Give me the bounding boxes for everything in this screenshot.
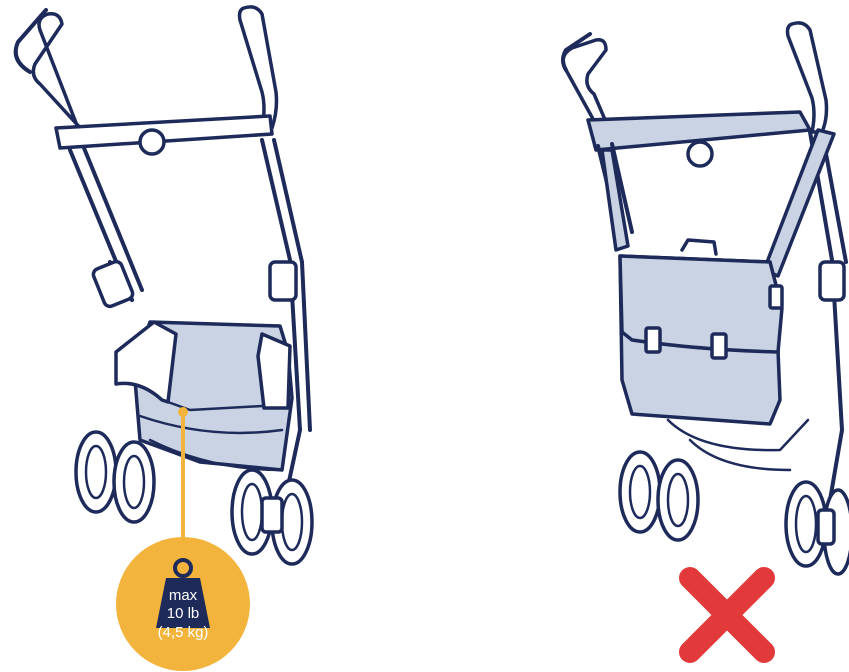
right-rear-wheels — [786, 482, 849, 574]
fold-knob — [140, 130, 164, 154]
right-handle-grip — [240, 7, 277, 128]
front-left-wheels — [76, 432, 154, 522]
stroller-allowed — [16, 7, 312, 564]
weight-line-lb: 10 lb — [167, 605, 200, 622]
right-front-wheels — [620, 452, 698, 540]
red-x-icon — [690, 578, 764, 652]
weight-limit-badge: max 10 lb (4,5 kg) — [116, 537, 250, 671]
shoulder-bag — [620, 240, 782, 424]
rear-right-wheels — [232, 470, 312, 564]
left-handle-grip — [33, 14, 84, 132]
weight-line-kg: (4,5 kg) — [158, 624, 209, 641]
stroller-prohibited — [563, 23, 849, 574]
weight-line-max: max — [169, 587, 198, 604]
